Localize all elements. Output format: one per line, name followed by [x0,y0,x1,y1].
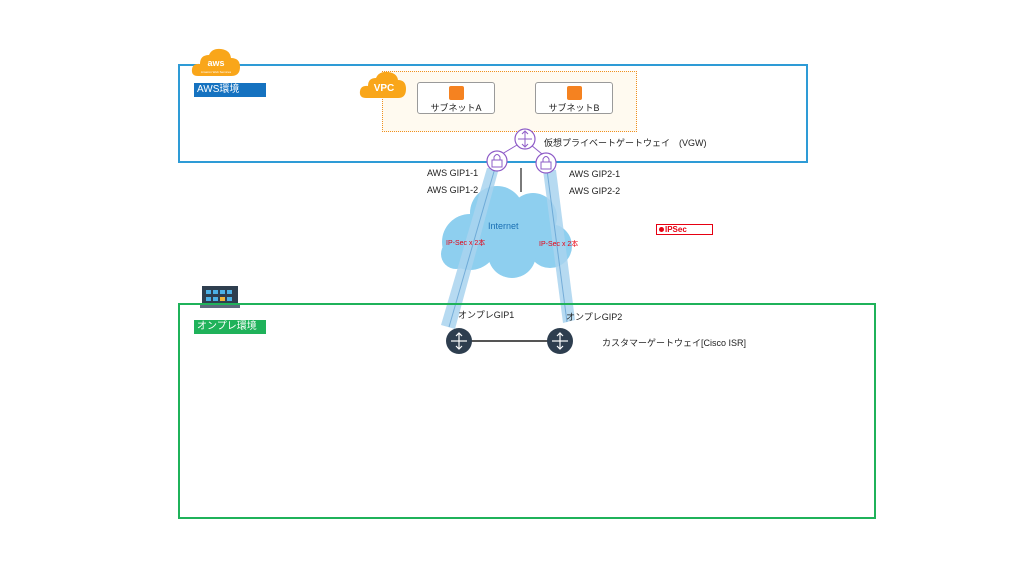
vpn-lock-icon-2[interactable] [535,152,557,174]
onprem-building-icon [200,286,240,308]
ipsec-legend: IPSec [656,224,713,235]
vgw-to-lock1-line [501,144,518,155]
vpc-label: VPC [374,83,395,94]
ipsec-left-label: IP-Sec x 2本 [446,240,486,247]
subnet-b-icon [567,86,582,100]
subnet-b[interactable]: サブネットB [535,82,613,114]
aws-cloud-logo-icon: aws Amazon Web Services [191,48,240,76]
ipsec-legend-dot-icon [659,227,664,232]
internet-label: Internet [488,221,519,231]
vgw-label: 仮想プライベートゲートウェイ (VGW) [544,138,707,148]
ipsec-right-label: IP-Sec x 2本 [539,241,579,248]
customer-gateway-router-icon-1[interactable] [446,328,472,354]
aws-environment-label: AWS環境 [194,83,266,97]
ipsec-tunnel-right-edge [546,169,568,323]
customer-gateway-label: カスタマーゲートウェイ[Cisco ISR] [602,338,747,348]
vpn-lock-icon-1[interactable] [486,150,508,172]
aws-gip1-1-label: AWS GIP1-1 [427,168,479,178]
customer-gateway-router-icon-2[interactable] [547,328,573,354]
aws-gip2-2-label: AWS GIP2-2 [569,186,621,196]
subnet-a-icon [449,86,464,100]
onprem-gip1-label: オンプレGIP1 [458,310,515,320]
ipsec-tunnel-left-edge [448,167,496,328]
onprem-environment-label: オンプレ環境 [194,320,266,334]
subnet-b-label: サブネットB [548,103,600,113]
vpc-cloud-icon: VPC [359,71,406,98]
aws-gip1-2-label: AWS GIP1-2 [427,185,479,195]
aws-logo-subtext: Amazon Web Services [201,70,232,74]
ipsec-legend-label: IPSec [665,225,687,234]
ipsec-tunnel-left [441,168,499,329]
ipsec-tunnel-right [543,170,575,323]
vgw-router-icon[interactable] [514,128,536,150]
aws-gip2-1-label: AWS GIP2-1 [569,169,621,179]
subnet-a[interactable]: サブネットA [417,82,495,114]
aws-logo-text: aws [207,58,224,68]
vgw-to-lock2-line [530,144,543,155]
onprem-environment-box [178,303,876,519]
subnet-a-label: サブネットA [430,103,482,113]
onprem-gip2-label: オンプレGIP2 [566,312,623,322]
